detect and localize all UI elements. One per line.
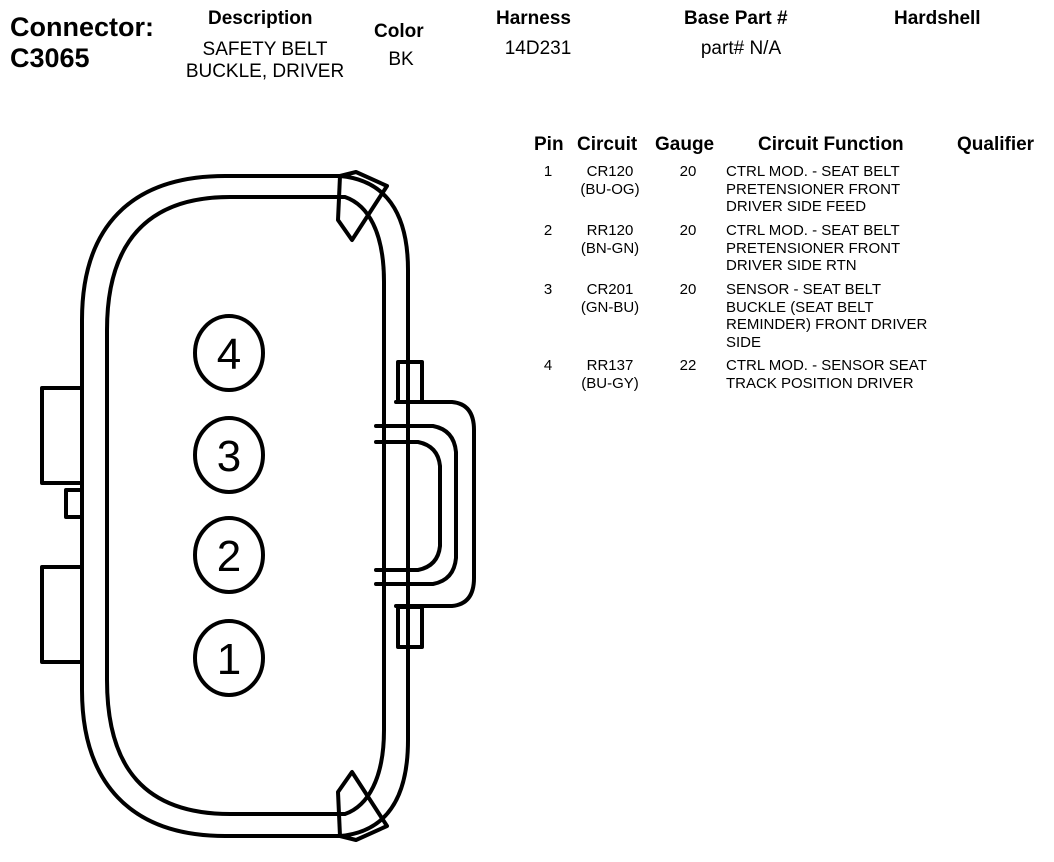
connector-label: Connector: [10, 12, 154, 42]
right-lock-lever-mid [374, 424, 458, 586]
row-3-function-line: SENSOR - SEAT BELT [726, 281, 882, 298]
row-1-circuit-id: CR120 [586, 163, 634, 180]
row-4-function: CTRL MOD. - SENSOR SEAT TRACK POSITION D… [726, 357, 956, 392]
row-2-gauge: 20 [679, 222, 697, 239]
row-4-wire-color: (BU-GY) [581, 374, 639, 392]
bottom-latch-notch [336, 770, 389, 842]
connector-housing-outer [80, 174, 410, 838]
row-2-function-line: CTRL MOD. - SEAT BELT [726, 222, 900, 239]
right-lock-lever-outer [394, 400, 476, 608]
connector-face-diagram: 4 3 2 1 [40, 170, 476, 842]
col-header-gauge: Gauge [655, 134, 715, 155]
pin-cavity-1 [193, 619, 265, 697]
right-lock-lever-inner [374, 440, 442, 572]
row-4-function-line: TRACK POSITION DRIVER [726, 374, 914, 392]
harness-label: Harness [496, 8, 571, 29]
row-1-wire-color: (BU-OG) [580, 180, 640, 198]
row-3-circuit: CR201 (GN-BU) [566, 281, 654, 316]
top-latch-notch [336, 170, 389, 242]
row-1-function-line: DRIVER SIDE FEED [726, 198, 867, 215]
row-1-circuit: CR120 (BU-OG) [566, 163, 654, 198]
row-3-gauge: 20 [679, 281, 697, 298]
row-1-pin: 1 [543, 163, 553, 180]
left-latch-tab-lower [40, 565, 84, 664]
col-header-circuit: Circuit [577, 134, 638, 155]
row-3-function: SENSOR - SEAT BELT BUCKLE (SEAT BELT REM… [726, 281, 956, 351]
color-value: BK [388, 49, 414, 70]
row-4-circuit: RR137 (BU-GY) [566, 357, 654, 392]
row-1-gauge: 20 [679, 163, 697, 180]
pin-cavity-4 [193, 314, 265, 392]
base-part-label: Base Part # [684, 8, 788, 29]
pin-number-4: 4 [217, 330, 241, 379]
row-1-function-line: CTRL MOD. - SEAT BELT [726, 163, 900, 180]
col-header-pin: Pin [534, 134, 564, 155]
row-3-circuit-id: CR201 [586, 281, 634, 298]
left-latch-tab-upper [40, 386, 84, 485]
description-line-2: BUCKLE, DRIVER [185, 61, 345, 82]
row-3-pin: 3 [543, 281, 553, 298]
row-4-function-line: CTRL MOD. - SENSOR SEAT [726, 357, 927, 374]
pin-cavity-2 [193, 516, 265, 594]
row-2-function-line: DRIVER SIDE RTN [726, 257, 857, 274]
pin-number-2: 2 [217, 532, 241, 581]
description-line-1: SAFETY BELT [202, 39, 328, 60]
color-label: Color [374, 21, 424, 42]
row-2-circuit: RR120 (BN-GN) [566, 222, 654, 257]
row-1-function-line: PRETENSIONER FRONT [726, 180, 901, 198]
hardshell-label: Hardshell [894, 8, 981, 29]
description-label: Description [208, 8, 313, 29]
row-2-pin: 2 [543, 222, 553, 239]
row-1-function: CTRL MOD. - SEAT BELT PRETENSIONER FRONT… [726, 163, 956, 216]
harness-value: 14D231 [504, 38, 572, 59]
row-2-function-line: PRETENSIONER FRONT [726, 239, 901, 257]
row-2-function: CTRL MOD. - SEAT BELT PRETENSIONER FRONT… [726, 222, 956, 275]
pin-number-1: 1 [217, 635, 241, 684]
row-4-gauge: 22 [679, 357, 697, 374]
row-3-function-line: SIDE [726, 333, 762, 351]
row-2-wire-color: (BN-GN) [580, 239, 640, 257]
row-4-pin: 4 [543, 357, 553, 374]
row-3-wire-color: (GN-BU) [580, 298, 640, 316]
col-header-function: Circuit Function [758, 134, 904, 155]
row-3-function-line: REMINDER) FRONT DRIVER [726, 316, 928, 333]
row-3-function-line: BUCKLE (SEAT BELT [726, 298, 874, 316]
pin-cavity-3 [193, 416, 265, 494]
connector-id: C3065 [10, 43, 90, 73]
col-header-qualifier: Qualifier [957, 134, 1035, 155]
row-4-circuit-id: RR137 [586, 357, 634, 374]
connector-housing-inner [105, 195, 386, 816]
pin-number-3: 3 [217, 432, 241, 481]
left-latch-tab-small [64, 488, 84, 519]
row-2-circuit-id: RR120 [586, 222, 634, 239]
base-part-value: part# N/A [700, 38, 782, 59]
description-value: SAFETY BELT BUCKLE, DRIVER [170, 39, 360, 83]
